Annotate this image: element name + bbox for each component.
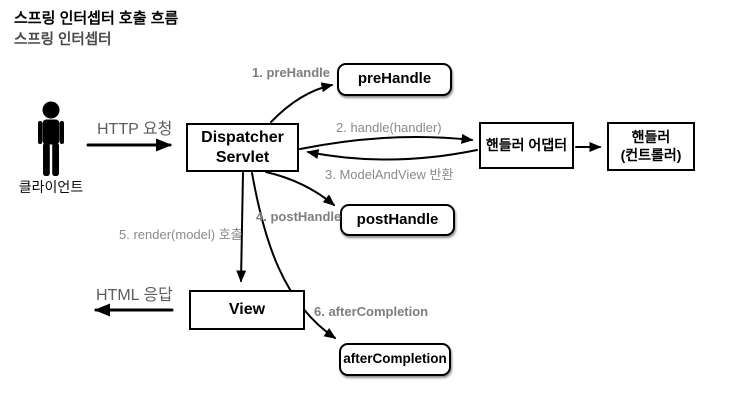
handler-label-line2: (컨트롤러) (620, 146, 682, 163)
prehandle-node: preHandle (337, 63, 452, 96)
step6-aftercompletion-label: 6. afterCompletion (314, 304, 429, 319)
aftercompletion-label: afterCompletion (343, 351, 447, 367)
aftercompletion-node: afterCompletion (339, 343, 451, 376)
dispatcher-servlet-label-line2: Servlet (215, 148, 270, 166)
step4-posthandle-arrow (265, 171, 336, 206)
step5-render-label: 5. render(model) 호출 (119, 227, 243, 242)
client-person-icon (38, 101, 64, 176)
view-label: View (228, 301, 266, 318)
handler-adapter-label: 핸들러 어댑터 (485, 136, 568, 153)
step6-aftercompletion-arrow (251, 172, 337, 339)
step1-prehandle-label: 1. preHandle (252, 65, 331, 80)
page-subtitle: 스프링 인터셉터 (14, 32, 112, 48)
dispatcher-servlet-node: Dispatcher Servlet (186, 123, 299, 172)
page-title: 스프링 인터셉터 호출 흐름 (14, 10, 179, 27)
prehandle-label: preHandle (357, 70, 432, 88)
handler-adapter-node: 핸들러 어댑터 (479, 122, 574, 169)
html-response-label: HTML 응답 (96, 287, 173, 304)
step5-render-arrow (236, 172, 247, 283)
http-request-label: HTTP 요청 (97, 121, 173, 138)
client-label: 클라이언트 (18, 179, 84, 195)
handler-node: 핸들러 (컨트롤러) (607, 122, 695, 171)
step3-modelandview-arrow (306, 149, 478, 161)
view-node: View (189, 290, 305, 330)
step4-posthandle-label: 4. postHandle (256, 209, 342, 224)
posthandle-label: postHandle (356, 210, 439, 228)
step2-handle-label: 2. handle(handler) (336, 120, 442, 135)
handler-label-line1: 핸들러 (631, 129, 671, 145)
posthandle-node: postHandle (340, 204, 455, 236)
dispatcher-servlet-label-line1: Dispatcher (201, 128, 284, 146)
step2-handle-arrow (299, 133, 474, 150)
step1-prehandle-arrow (270, 82, 334, 123)
step3-modelandview-label: 3. ModelAndView 반환 (325, 167, 454, 182)
